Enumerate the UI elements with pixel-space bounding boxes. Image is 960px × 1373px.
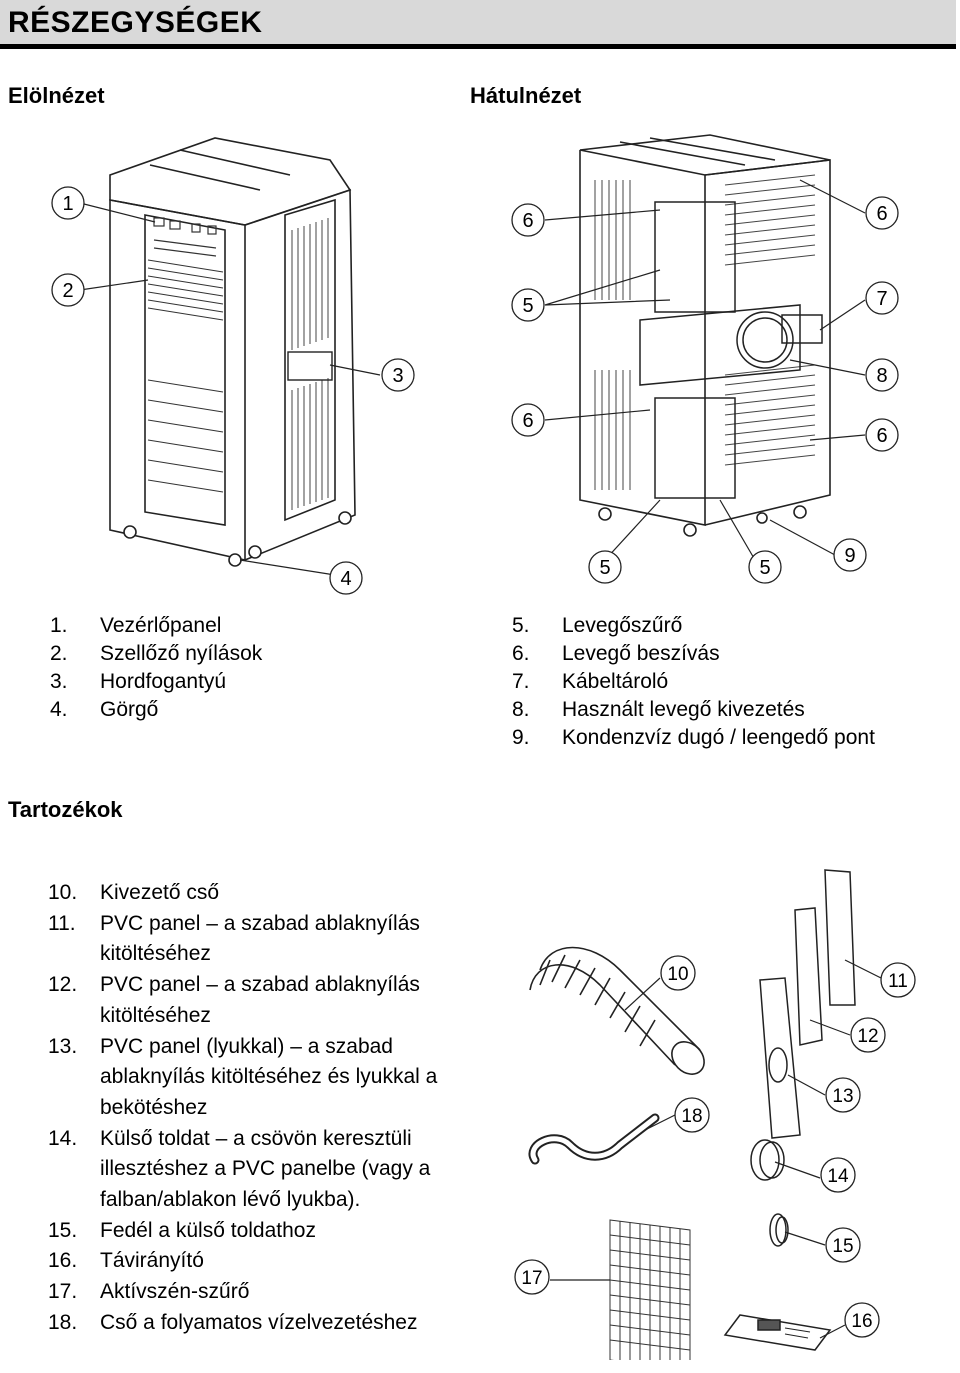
callout-5b: 5	[599, 557, 610, 579]
callout-14: 14	[827, 1166, 849, 1187]
list-item: 11.PVC panel – a szabad ablaknyílás kitö…	[48, 911, 420, 966]
callout-6b: 6	[522, 410, 533, 432]
list-item: 10.Kivezető cső	[48, 881, 220, 904]
callout-7: 7	[876, 288, 887, 310]
callout-5a: 5	[522, 295, 533, 317]
callout-4: 4	[340, 568, 351, 590]
back-parts-list: 5.Levegőszűrő 6.Levegő beszívás 7.Kábelt…	[512, 612, 952, 752]
front-parts-list: 1.Vezérlőpanel 2.Szellőző nyílások 3.Hor…	[50, 612, 450, 724]
list-item: 17.Aktívszén-szűrő	[48, 1280, 250, 1304]
accessories-list: 10.Kivezető cső 11.PVC panel – a szabad …	[48, 878, 468, 1339]
callout-9: 9	[844, 545, 855, 567]
list-item: 6.Levegő beszívás	[512, 642, 720, 665]
callout-3: 3	[392, 365, 403, 387]
callout-13: 13	[832, 1086, 853, 1107]
callout-6c: 6	[876, 203, 887, 225]
callout-2: 2	[62, 280, 73, 302]
callout-6d: 6	[876, 425, 887, 447]
list-item: 9.Kondenzvíz dugó / leengedő pont	[512, 726, 875, 749]
callout-17: 17	[521, 1268, 542, 1289]
callout-11: 11	[888, 971, 908, 992]
callout-8: 8	[876, 365, 887, 387]
front-view-figure: 1 2 3 4	[51, 137, 415, 595]
page-title: RÉSZEGYSÉGEK	[8, 6, 263, 39]
list-item: 2.Szellőző nyílások	[50, 642, 263, 665]
callout-18: 18	[681, 1106, 702, 1127]
list-item: 12.PVC panel – a szabad ablaknyílás kitö…	[48, 973, 420, 1027]
list-item: 1.Vezérlőpanel	[50, 614, 222, 637]
back-view-heading: Hátulnézet	[470, 83, 582, 108]
callout-6a: 6	[522, 210, 533, 232]
list-item: 4.Görgő	[50, 698, 159, 721]
list-item: 16.Távirányító	[48, 1249, 204, 1273]
list-item: 13.PVC panel (lyukkal) – a szabad ablakn…	[48, 1034, 438, 1119]
callout-5c: 5	[759, 557, 770, 579]
accessories-figure: 10 11 12 13 18 14 15 17 16	[514, 869, 916, 1360]
title-bar: RÉSZEGYSÉGEK	[0, 0, 956, 49]
callout-15: 15	[832, 1236, 853, 1257]
callout-12: 12	[857, 1026, 878, 1047]
accessories-heading: Tartozékok	[8, 797, 123, 822]
list-item: 8.Használt levegő kivezetés	[512, 698, 805, 721]
callout-1: 1	[62, 193, 73, 215]
front-view-heading: Elölnézet	[8, 83, 105, 108]
list-item: 15.Fedél a külső toldathoz	[48, 1218, 316, 1242]
back-view-figure: 6 5 6 6 7 8 6 5 5 9	[511, 134, 899, 584]
list-item: 5.Levegőszűrő	[512, 614, 683, 637]
list-item: 18.Cső a folyamatos vízelvezetéshez	[48, 1310, 418, 1334]
list-item: 7.Kábeltároló	[512, 670, 669, 693]
list-item: 3.Hordfogantyú	[50, 670, 227, 693]
list-item: 14.Külső toldat – a csövön keresztüli il…	[48, 1126, 431, 1212]
callout-10: 10	[667, 964, 688, 985]
callout-16: 16	[851, 1311, 872, 1332]
